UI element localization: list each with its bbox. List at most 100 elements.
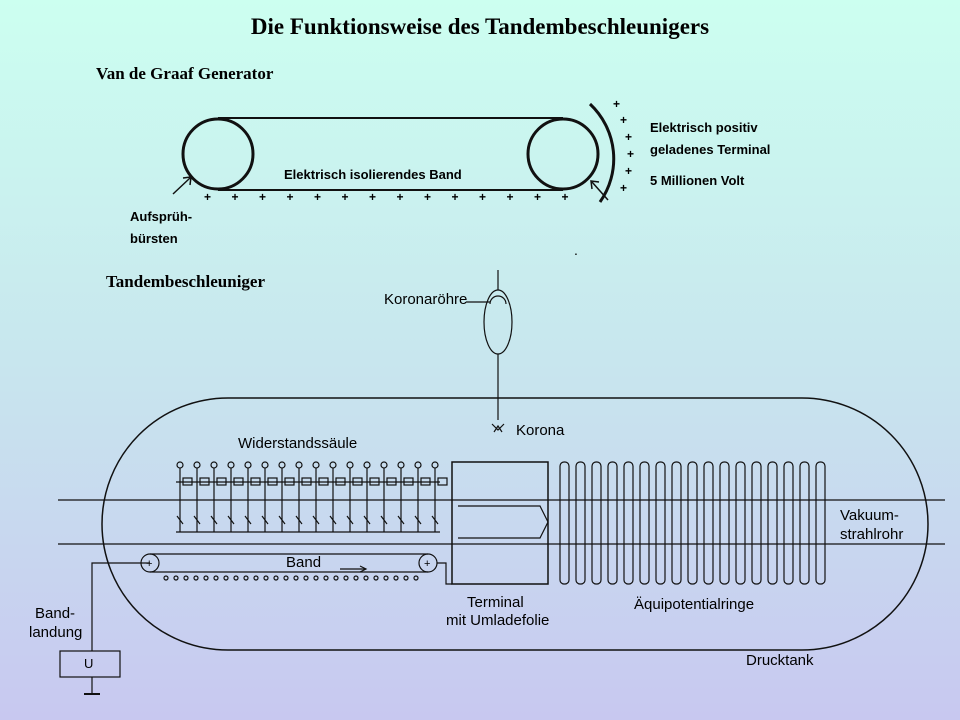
voltmeter-symbol: U <box>84 656 93 671</box>
charge-plus: + <box>625 164 632 178</box>
page-title: Die Funktionsweise des Tandembeschleunig… <box>250 14 710 39</box>
charge-plus: + <box>204 190 211 204</box>
equipotential-ring <box>591 461 602 585</box>
belt-dot <box>393 575 399 581</box>
tandem-heading: Tandembeschleuniger <box>106 272 266 291</box>
equipotential-ring <box>639 461 650 585</box>
resistor <box>420 477 431 486</box>
resistor-node <box>278 461 286 469</box>
resistor <box>199 477 210 486</box>
resistor-node <box>244 461 252 469</box>
belt-dot <box>183 575 189 581</box>
charge-plus: + <box>627 147 634 161</box>
resistor <box>267 477 278 486</box>
pulley-right <box>526 117 600 191</box>
resistor-node <box>380 461 388 469</box>
resistor-tick <box>193 515 201 525</box>
resistor-column-label: Widerstandssäule <box>238 435 358 452</box>
resistor-node <box>295 461 303 469</box>
resistor-tick <box>278 515 286 525</box>
belt-dot <box>243 575 249 581</box>
resistor-tick <box>380 515 388 525</box>
charge-plus: + <box>232 190 239 204</box>
rings-label: Äquipotentialringe <box>634 596 755 613</box>
charge-plus: + <box>452 190 459 204</box>
equipotential-ring <box>559 461 570 585</box>
brushes-label-line2: bürsten <box>130 231 178 246</box>
resistor <box>318 477 329 486</box>
belt-dot <box>333 575 339 581</box>
charge-plus: + <box>146 558 152 570</box>
charge-plus: + <box>369 190 376 204</box>
resistor-column <box>176 461 448 532</box>
resistor-node <box>329 461 337 469</box>
brush-arrow-right <box>591 181 609 201</box>
brush-arrowhead-left <box>182 176 192 186</box>
belt-dot <box>263 575 269 581</box>
resistor-node <box>210 461 218 469</box>
resistor <box>284 477 295 486</box>
vacuum-label-line2: strahlrohr <box>840 526 904 543</box>
belt-dot <box>323 575 329 581</box>
belt-charge-dots <box>163 575 419 581</box>
resistor-node <box>227 461 235 469</box>
resistor-tick <box>346 515 354 525</box>
resistor <box>352 477 363 486</box>
band-ground-label-line1: Band- <box>35 605 76 622</box>
voltage-label: 5 Millionen Volt <box>650 173 745 188</box>
stripper-foil <box>458 505 549 539</box>
resistor-tick <box>176 515 184 525</box>
belt-dot <box>363 575 369 581</box>
charge-plus: + <box>479 190 486 204</box>
terminal-foil-label: mit Umladefolie <box>446 612 550 629</box>
resistor-tick <box>397 515 405 525</box>
dome-charges: + + + + + + + + <box>146 97 634 570</box>
equipotential-ring <box>655 461 666 585</box>
equipotential-ring <box>623 461 634 585</box>
charge-plus: + <box>424 558 430 570</box>
charge-plus: + <box>613 97 620 111</box>
belt-dot <box>163 575 169 581</box>
belt-dot <box>223 575 229 581</box>
equipotential-ring <box>767 461 778 585</box>
resistor-tick <box>312 515 320 525</box>
equipotential-ring <box>735 461 746 585</box>
charge-plus: + <box>534 190 541 204</box>
terminal-dome <box>588 102 616 203</box>
corona-label: Korona <box>516 422 565 439</box>
resistor-node <box>193 461 201 469</box>
charge-plus: + <box>287 190 294 204</box>
terminal-connection <box>437 562 452 585</box>
resistor-tick <box>363 515 371 525</box>
belt-direction-arrowhead <box>359 565 368 573</box>
resistor-node <box>312 461 320 469</box>
resistor-tick <box>261 515 269 525</box>
belt-dot <box>193 575 199 581</box>
belt-dot <box>403 575 409 581</box>
belt-dot <box>213 575 219 581</box>
charge-plus: + <box>314 190 321 204</box>
equipotential-ring <box>575 461 586 585</box>
equipotential-ring <box>687 461 698 585</box>
resistor <box>301 477 312 486</box>
resistor-node <box>414 461 422 469</box>
resistor-tick <box>210 515 218 525</box>
vdg-heading: Van de Graaf Generator <box>96 64 274 83</box>
resistor <box>403 477 414 486</box>
corona-tube <box>483 289 513 355</box>
equipotential-ring <box>719 461 730 585</box>
equipotential-ring <box>607 461 618 585</box>
charge-plus: + <box>342 190 349 204</box>
belt-dot <box>343 575 349 581</box>
charge-plus: + <box>562 190 569 204</box>
resistor-tick <box>295 515 303 525</box>
resistor <box>216 477 227 486</box>
ground-wire <box>91 562 150 651</box>
terminal-label: Terminal <box>467 594 524 611</box>
resistor <box>250 477 261 486</box>
pulley-left <box>181 117 255 191</box>
belt-dot <box>203 575 209 581</box>
pressure-tank <box>101 397 929 651</box>
equipotential-ring <box>751 461 762 585</box>
